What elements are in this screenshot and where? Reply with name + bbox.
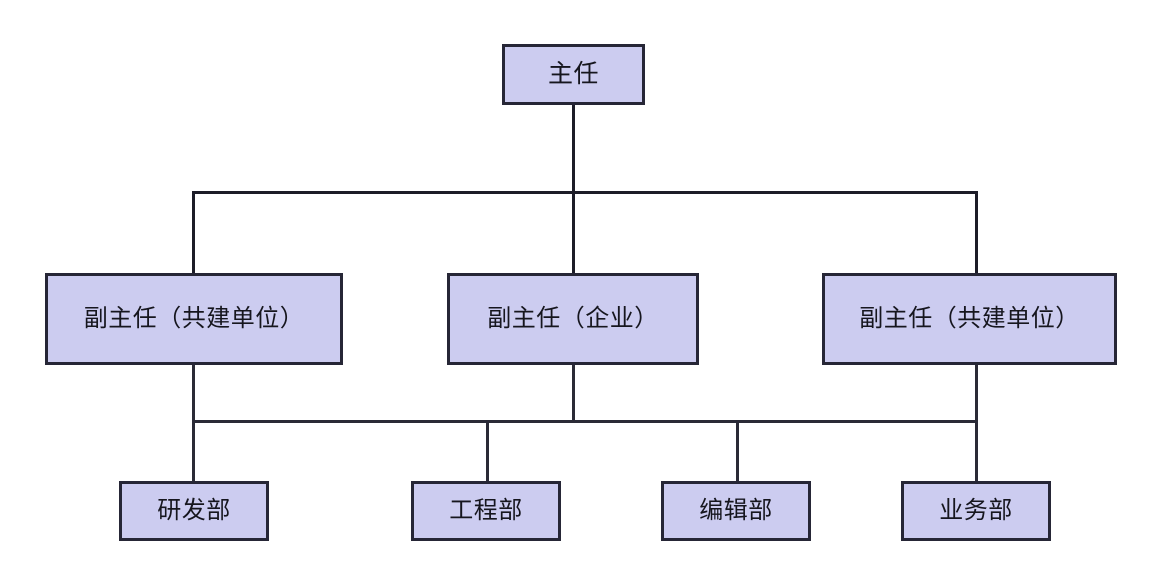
- node-deputy-joint-right[interactable]: 副主任（共建单位）: [822, 273, 1117, 365]
- node-deputy-joint-left-label: 副主任（共建单位）: [83, 305, 305, 332]
- node-dept-business-label: 业务部: [939, 497, 1013, 524]
- node-dept-editorial[interactable]: 编辑部: [661, 481, 811, 541]
- node-dept-business[interactable]: 业务部: [901, 481, 1051, 541]
- connector-drop-dept-engineering: [486, 420, 489, 483]
- connector-bus-level3: [192, 420, 978, 423]
- node-deputy-enterprise-label: 副主任（企业）: [487, 305, 659, 332]
- connector-drop-dept-editorial: [736, 420, 739, 483]
- connector-director-stem: [572, 105, 575, 191]
- node-deputy-enterprise[interactable]: 副主任（企业）: [447, 273, 699, 365]
- node-deputy-joint-right-label: 副主任（共建单位）: [859, 305, 1080, 332]
- connector-bus-level2: [192, 191, 977, 194]
- connector-stem-deputy-joint-right-down: [975, 363, 978, 422]
- connector-drop-deputy-joint-right: [975, 191, 978, 276]
- node-dept-rd[interactable]: 研发部: [119, 481, 269, 541]
- node-dept-editorial-label: 编辑部: [699, 497, 773, 524]
- connector-drop-deputy-joint-left: [192, 191, 195, 276]
- node-director[interactable]: 主任: [502, 44, 645, 105]
- connector-drop-dept-rd: [192, 420, 195, 483]
- connector-stem-deputy-joint-left-down: [192, 363, 195, 422]
- connector-drop-deputy-enterprise: [572, 191, 575, 276]
- connector-drop-dept-business: [975, 420, 978, 483]
- node-deputy-joint-left[interactable]: 副主任（共建单位）: [45, 273, 343, 365]
- connector-stem-deputy-enterprise-down: [572, 363, 575, 422]
- node-dept-engineering[interactable]: 工程部: [411, 481, 561, 541]
- node-director-label: 主任: [547, 60, 599, 88]
- node-dept-rd-label: 研发部: [157, 497, 231, 524]
- node-dept-engineering-label: 工程部: [449, 497, 523, 524]
